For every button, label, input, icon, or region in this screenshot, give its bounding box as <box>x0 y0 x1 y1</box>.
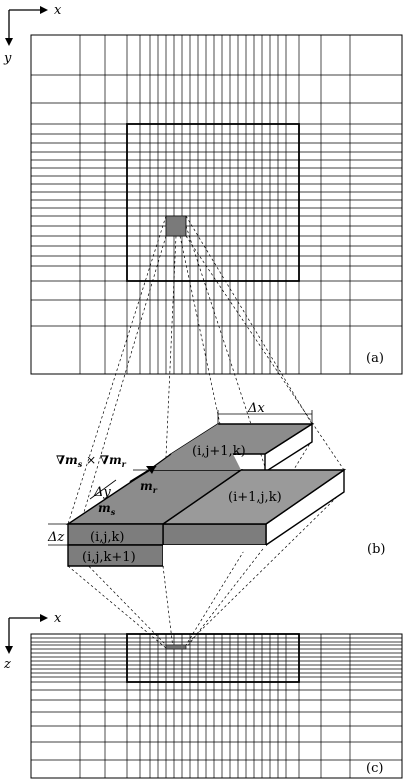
connector-line <box>185 544 267 649</box>
connector-line <box>162 565 174 649</box>
dimension-marks: Δx Δy Δz <box>47 401 313 546</box>
panel-c-z-label: z <box>3 657 11 672</box>
dy-dimension-line <box>89 479 117 500</box>
cell-label-i1-j-k: (i+1,j,k) <box>228 490 282 505</box>
panel-a-label: (a) <box>366 351 384 366</box>
connector-line <box>179 235 221 425</box>
x-arrowhead <box>40 6 48 14</box>
panel-c-core-region <box>126 633 300 683</box>
cell-i-j-k1 <box>67 544 266 567</box>
z-arrowhead <box>5 646 13 654</box>
connector-line <box>185 235 345 471</box>
cell-label-i-j-k1: (i,j,k+1) <box>82 550 136 565</box>
panel-c-x-label: x <box>54 611 62 626</box>
panel-a-highlight-cell <box>165 215 187 237</box>
cell-top-back-region <box>149 424 241 470</box>
connector-line <box>67 235 167 567</box>
arrowhead <box>146 466 156 474</box>
panel-b: Δx Δy Δz ∇ms × ∇mr (i,j+1,k) (i+1,j,k) (… <box>47 401 385 567</box>
panel-a-mesh <box>31 35 402 374</box>
connector-line <box>185 215 313 425</box>
panel-a-frame <box>30 34 403 375</box>
panel-c: x z (c) <box>3 611 403 779</box>
dy-label: Δy <box>93 485 111 500</box>
panel-c-highlight-cell <box>165 644 187 650</box>
x-arrowhead <box>40 614 48 622</box>
cross-gradient-label: ∇ms × ∇mr <box>56 453 127 469</box>
m-r-label: mr <box>140 479 158 495</box>
cell-label-i-j-k: (i,j,k) <box>90 530 124 545</box>
cell-i1-j-k <box>160 468 347 547</box>
cell-side-face <box>163 545 266 566</box>
panel-a-y-label: y <box>3 51 12 66</box>
panel-a-core-region <box>126 123 300 282</box>
dz-label: Δz <box>47 530 64 545</box>
cell-label-i-j1-k: (i,j+1,k) <box>192 444 246 459</box>
connector-line <box>67 565 167 649</box>
connector-line <box>185 489 345 646</box>
cell-i-j-k <box>65 424 244 546</box>
y-arrowhead <box>5 38 13 46</box>
panel-c-label: (c) <box>366 761 383 776</box>
dx-label: Δx <box>247 401 265 416</box>
panel-a-axes: x y <box>3 3 62 66</box>
panel-c-axes: x z <box>3 611 62 672</box>
panel-c-frame <box>30 633 403 779</box>
m-s-label: ms <box>98 501 116 517</box>
panel-b-label: (b) <box>367 542 385 557</box>
connector-line <box>67 544 167 646</box>
cross-gradient-annotation: ∇ms × ∇mr <box>56 453 157 483</box>
connector-line <box>67 215 167 525</box>
cell-front-face <box>162 523 267 546</box>
panel-a-x-label: x <box>54 3 62 18</box>
panel-c-mesh <box>31 634 402 778</box>
panel-a: x y (a) <box>3 3 403 375</box>
